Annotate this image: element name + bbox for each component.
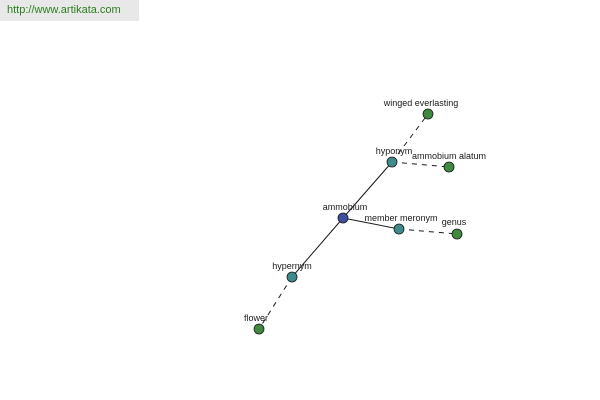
label-hyponym[interactable]: hyponym [376,146,413,156]
node-center[interactable] [337,212,349,224]
label-flower[interactable]: flower [244,313,268,323]
node-hyponym[interactable] [386,156,398,168]
node-flower[interactable] [253,323,265,335]
edge-hyponym-ammobium-alatum [391,161,450,168]
label-ammobium-alatum[interactable]: ammobium alatum [412,151,486,161]
label-genus[interactable]: genus [442,217,467,227]
node-winged-everlasting[interactable] [422,108,434,120]
label-hypernym[interactable]: hypernym [272,261,312,271]
edge-member-meronym-genus [398,228,458,235]
node-genus[interactable] [451,228,463,240]
edge-center-member-meronym [342,217,400,230]
label-member-meronym[interactable]: member meronym [364,213,437,223]
node-ammobium-alatum[interactable] [443,161,455,173]
label-center[interactable]: ammobium [323,202,368,212]
edge-hyponym-winged-everlasting [391,113,429,163]
edge-center-hypernym [291,217,344,278]
edge-center-hyponym [342,161,393,219]
label-winged-everlasting[interactable]: winged everlasting [383,98,459,108]
node-hypernym[interactable] [286,271,298,283]
source-url-link[interactable]: http://www.artikata.com [0,0,139,21]
node-member-meronym[interactable] [393,223,405,235]
edge-hypernym-flower [258,276,293,330]
